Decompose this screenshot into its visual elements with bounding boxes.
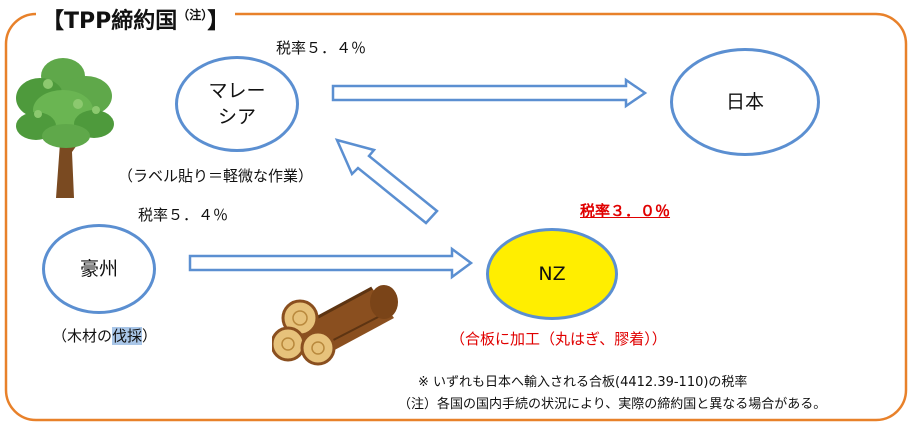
node-nz: NZ [486,228,618,320]
australia-rate: 税率５．４％ [138,206,229,224]
node-malaysia: マレー シア [175,56,299,152]
title-note-mark: （注） [177,8,208,22]
malaysia-note: （ラベル貼り＝軽微な作業） [118,167,314,185]
node-australia-label: 豪州 [79,258,118,280]
footnote-2: （注）各国の国内手続の状況により、実際の締約国と異なる場合がある。 [398,397,827,412]
arrow-australia-to-nz [188,246,474,280]
nz-rate: 税率３．０％ [580,202,671,220]
nz-note: （合板に加工（丸はぎ、膠着）） [450,330,667,348]
node-nz-label: NZ [538,263,566,285]
node-japan: 日本 [670,48,820,156]
arrow-nz-to-malaysia [334,138,439,225]
footnote-1: ※ いずれも日本へ輸入される合板(4412.39-110)の税率 [418,375,748,390]
diagram-title: 【TPP締約国（注）】 [36,0,236,37]
australia-note-after: ） [142,327,158,345]
australia-note-before: （木材の [52,327,113,345]
title-close: 】 [207,9,230,34]
node-malaysia-label: マレー シア [208,80,266,128]
arrow-malaysia-to-japan [331,77,648,109]
australia-note-highlight: 伐採 [112,327,143,345]
malaysia-rate: 税率５．４％ [276,39,367,57]
australia-note: （木材の伐採） [52,326,157,346]
node-japan-label: 日本 [725,91,764,113]
title-main: 【TPP締約国 [42,9,178,34]
node-australia: 豪州 [42,224,156,314]
tree-icon [16,58,114,198]
logs-icon [272,285,398,366]
